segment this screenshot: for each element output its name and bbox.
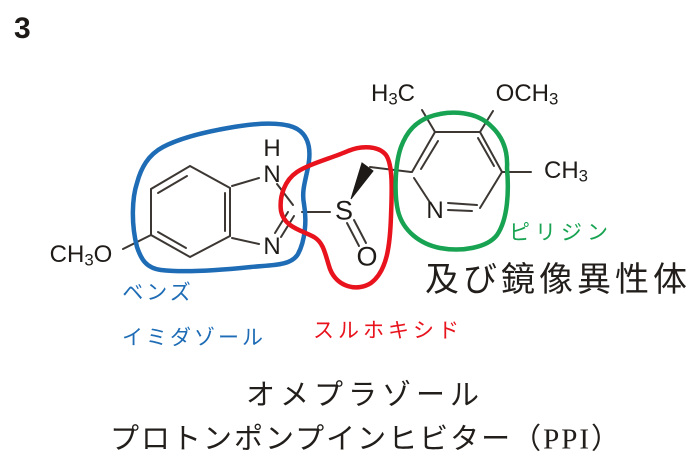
pyridine-nitrogen-label: N [426,197,444,224]
methoxy-left-label: CH3O [49,240,113,270]
sulfur-label: S [334,195,354,226]
drug-class-caption: プロトンポンプインヒビター（PPI） [109,423,623,456]
compound-name: オメプラゾール [245,379,485,412]
wedge-bond [350,162,412,200]
oxygen-label: O [356,241,378,272]
benzimidazole-outline [130,121,312,274]
pyridine-label: ピリジン [509,220,613,245]
nh-hydrogen-label: H [263,135,281,162]
pyridine-ring [411,109,532,212]
imidazole-nitrogen-label: N [263,233,281,260]
pyridine-outline [393,110,511,252]
bond-lines [122,109,532,259]
methyl-right-label: CH3 [543,156,589,186]
nh-nitrogen-label: N [263,161,281,188]
methyl-topleft-label: H3C [370,79,416,109]
enantiomer-note: 及び鏡像異性体 [425,262,691,299]
benzimidazole-label-line2: イミダゾール [122,325,266,350]
sulfoxide-outline [278,145,394,290]
sulfoxide-group [346,219,367,247]
methoxy-top-label: OCH3 [495,79,559,109]
benzimidazole-label-line1: ベンズ [122,280,194,305]
page-number: 3 [14,12,31,45]
sulfoxide-label: スルホキシド [313,318,463,343]
